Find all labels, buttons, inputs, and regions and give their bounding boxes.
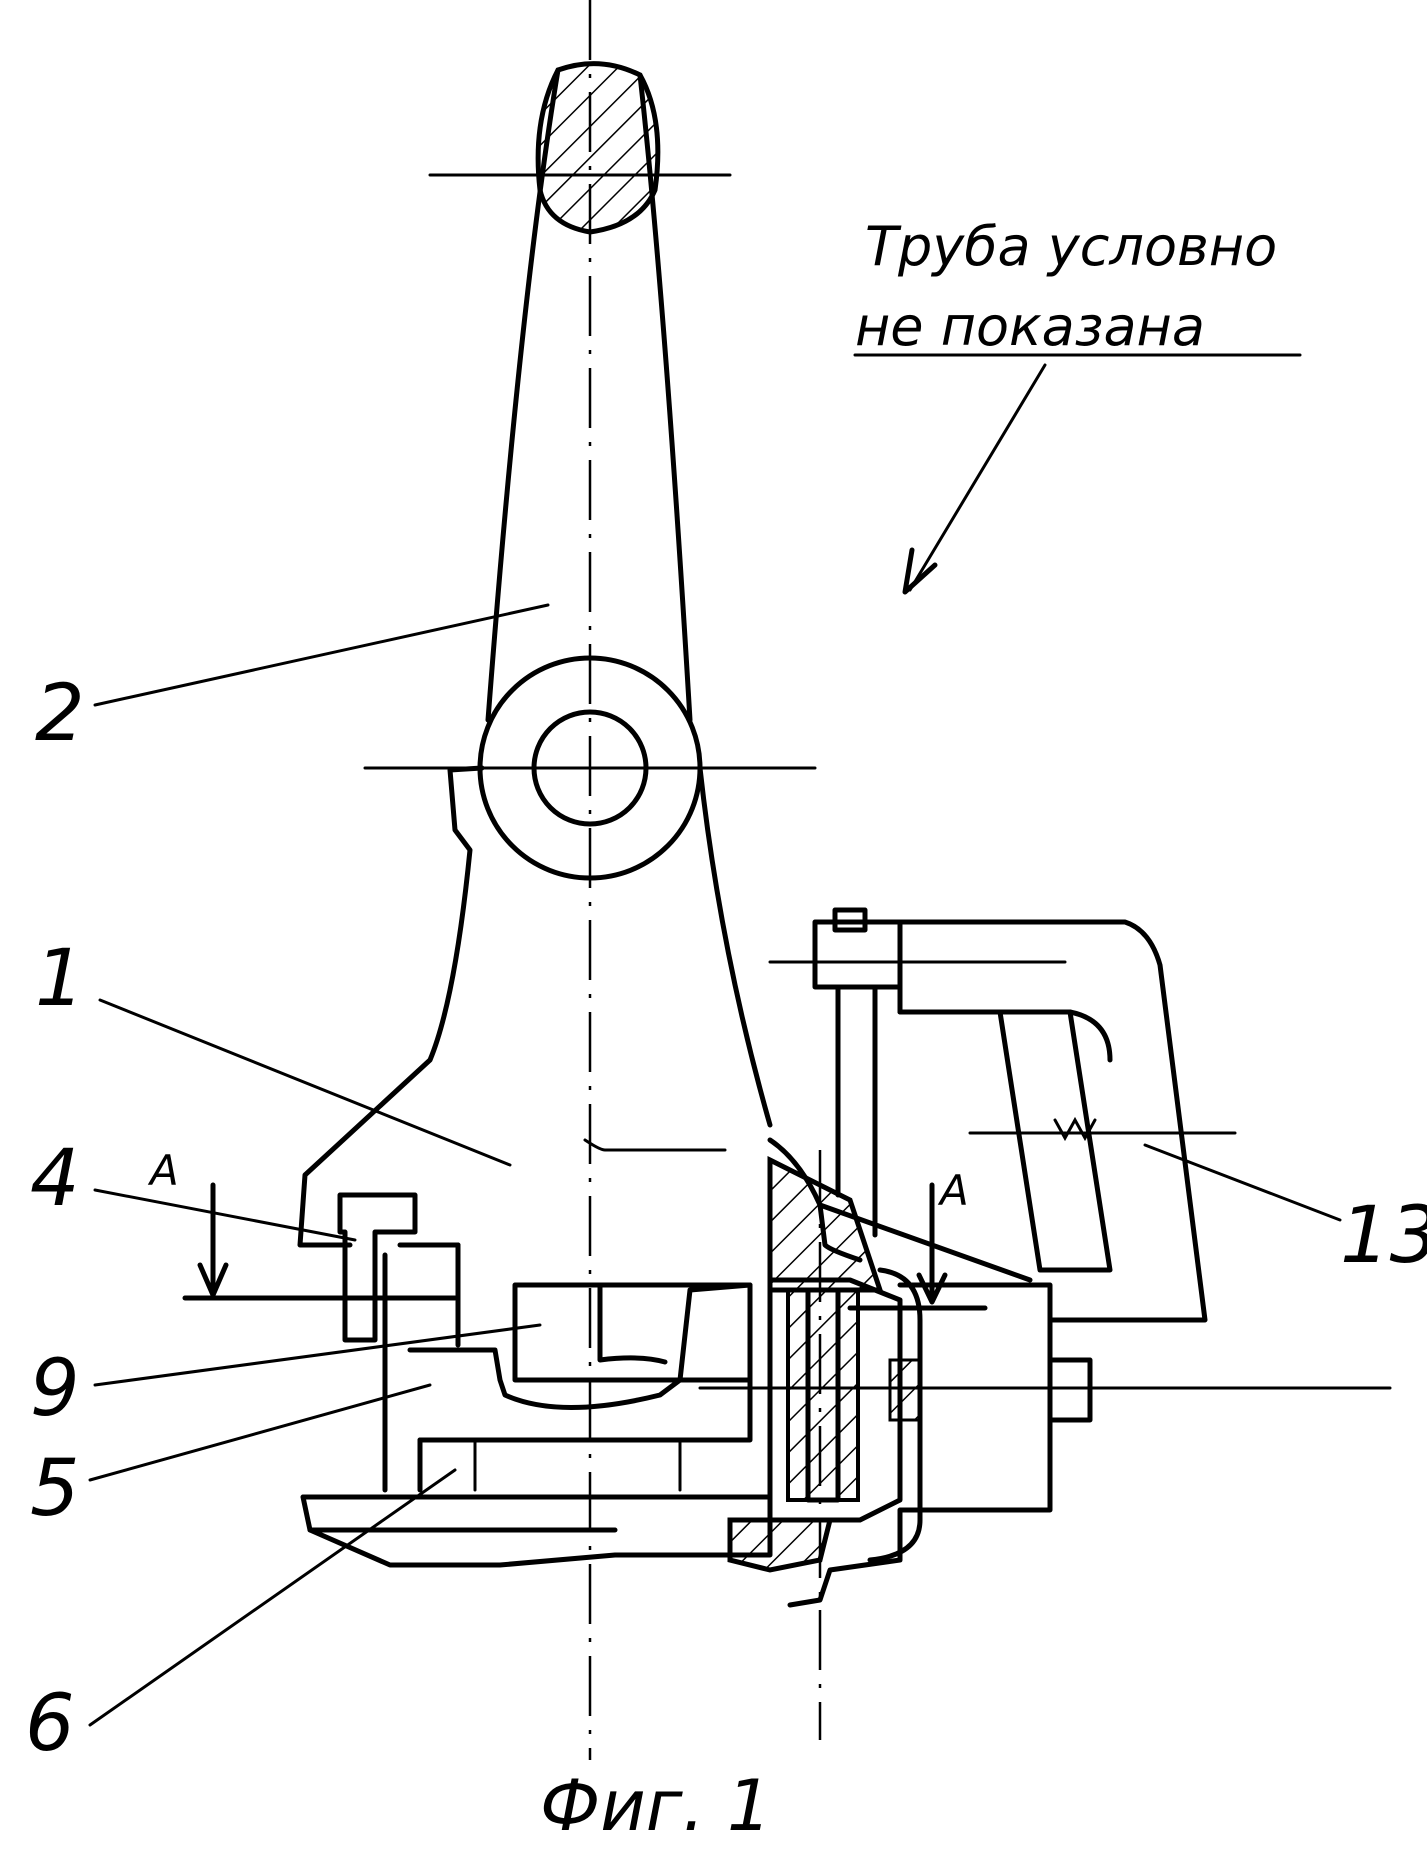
adjust-screw xyxy=(1050,1360,1090,1420)
note-line-1: Труба условно xyxy=(865,215,1277,278)
bracket-arm xyxy=(900,922,1205,1320)
leader-4 xyxy=(95,1190,355,1240)
body-right-edge xyxy=(700,768,770,1125)
spring-cover-hatch xyxy=(890,1360,920,1420)
leader-5 xyxy=(90,1385,430,1480)
section-label-right: А xyxy=(937,1166,969,1215)
part-9-slider xyxy=(515,1285,750,1380)
figure-caption: Фиг. 1 xyxy=(540,1765,772,1847)
spring-stack xyxy=(788,1290,858,1500)
bracket-web xyxy=(1000,1012,1110,1270)
body-left-edge xyxy=(300,768,482,1245)
label-4: 4 xyxy=(30,1134,80,1224)
leader-13 xyxy=(1145,1145,1340,1220)
label-13: 13 xyxy=(1340,1191,1427,1281)
part-1-body xyxy=(300,768,770,1245)
note-arrow-shaft xyxy=(910,365,1045,590)
labels: Труба условно не показана 2 1 4 9 5 6 13… xyxy=(25,215,1427,1847)
latch-outline xyxy=(340,1195,415,1340)
leader-1 xyxy=(100,1000,510,1165)
label-1: 1 xyxy=(35,934,85,1024)
body-inner-mark xyxy=(585,1140,725,1150)
leader-2 xyxy=(95,605,548,705)
label-5: 5 xyxy=(30,1444,80,1534)
leader-lines xyxy=(90,355,1340,1725)
label-9: 9 xyxy=(30,1344,80,1434)
slider-step xyxy=(600,1285,665,1362)
leader-9 xyxy=(95,1325,540,1385)
label-2: 2 xyxy=(35,669,85,759)
section-label-left: А xyxy=(147,1146,179,1195)
housing-hatched-bottom xyxy=(730,1520,830,1570)
label-6: 6 xyxy=(25,1679,75,1769)
leader-6 xyxy=(90,1470,455,1725)
lever-right-edge xyxy=(640,75,690,720)
note-line-2: не показана xyxy=(855,295,1205,358)
spring-section xyxy=(730,1160,920,1570)
